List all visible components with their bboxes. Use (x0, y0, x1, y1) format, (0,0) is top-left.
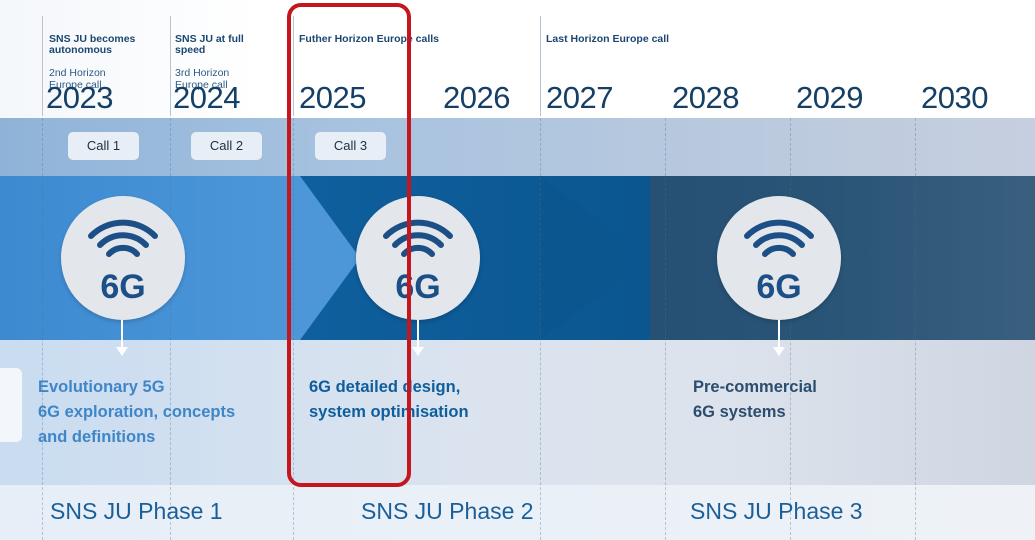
year-label: 2026 (443, 80, 510, 115)
phase2-arrow (540, 176, 650, 340)
phase1-label: SNS JU Phase 1 (50, 498, 223, 524)
year-label: 2029 (796, 80, 863, 115)
header-band (0, 0, 1035, 118)
call-badge: Call 3 (315, 132, 386, 160)
header-note-2025: Futher Horizon Europe calls (299, 22, 439, 45)
header-tick (42, 16, 43, 116)
6g-icon: 6G (61, 196, 185, 320)
connector-line (121, 320, 123, 348)
year-divider (915, 118, 916, 540)
header-tick (293, 16, 294, 116)
year-divider (540, 118, 541, 540)
header-note-text: Last Horizon Europe call (546, 32, 670, 45)
call-badge: Call 2 (191, 132, 262, 160)
call-badge: Call 1 (68, 132, 139, 160)
year-label: 2024 (173, 80, 240, 115)
year-divider (665, 118, 666, 540)
phase1-arrow (300, 176, 360, 340)
6g-icon-text: 6G (756, 268, 801, 306)
arrow-down-icon (773, 347, 785, 356)
6g-icon: 6G (717, 196, 841, 320)
header-note-2027: Last Horizon Europe call (546, 22, 669, 45)
header-tick (170, 16, 171, 116)
highlight-box-2025 (287, 3, 411, 487)
header-tick (540, 16, 541, 116)
6g-icon-text: 6G (100, 268, 145, 306)
side-tab (0, 368, 22, 442)
connector-line (778, 320, 780, 348)
year-divider (42, 118, 43, 540)
year-divider (293, 118, 294, 540)
phase2-label: SNS JU Phase 2 (361, 498, 534, 524)
6g-icon: 6G (356, 196, 480, 320)
description-band (0, 340, 1035, 485)
year-label: 2023 (46, 80, 113, 115)
header-note-subtext: 3rd Horizon Europe call (175, 67, 230, 91)
arrow-down-icon (116, 347, 128, 356)
header-note-subtext: 2nd Horizon Europe call (49, 67, 106, 91)
6g-icon-text: 6G (395, 268, 440, 306)
header-note-text: SNS JU at full speed (175, 32, 244, 56)
phase-band (0, 485, 1035, 540)
phase2-description: 6G detailed design, system optimisation (309, 378, 469, 421)
arrow-down-icon (412, 347, 424, 356)
phase3-description: Pre-commercial 6G systems (693, 378, 817, 421)
header-note-2023: SNS JU becomes autonomous 2nd Horizon Eu… (49, 22, 135, 91)
year-divider (790, 118, 791, 540)
header-note-text: SNS JU becomes autonomous (49, 32, 136, 56)
call-band (0, 118, 1035, 176)
year-divider (170, 118, 171, 540)
year-label: 2028 (672, 80, 739, 115)
header-note-2024: SNS JU at full speed 3rd Horizon Europe … (175, 22, 244, 91)
connector-line (417, 320, 419, 348)
year-label: 2025 (299, 80, 366, 115)
year-label: 2027 (546, 80, 613, 115)
phase1-description: Evolutionary 5G 6G exploration, concepts… (38, 378, 236, 446)
phase3-label: SNS JU Phase 3 (690, 498, 863, 524)
year-label: 2030 (921, 80, 988, 115)
header-note-text: Futher Horizon Europe calls (299, 32, 440, 45)
